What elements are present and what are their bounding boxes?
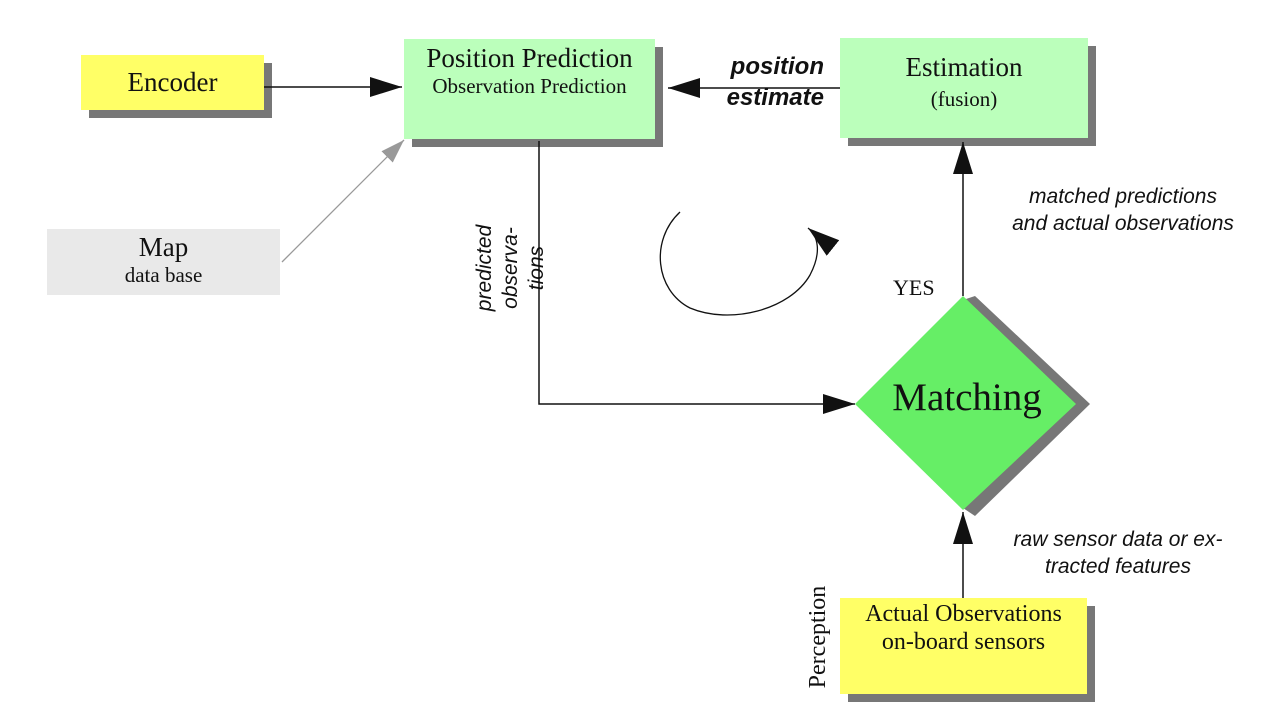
- cycle-arrow: [659, 211, 840, 316]
- predicted-observations-label: predicted observa- tions: [472, 193, 548, 343]
- estimation-label: Estimation: [905, 52, 1023, 82]
- matched-line1: matched predictions: [1029, 185, 1217, 208]
- onboard-sensors-label: on-board sensors: [881, 628, 1046, 655]
- matching-diamond: [855, 296, 1076, 510]
- position-estimate-line1: position: [730, 53, 824, 80]
- raw-sensor-data-label: raw sensor data or ex- tracted features: [978, 526, 1258, 580]
- map-label: Map: [138, 232, 189, 262]
- predicted-observations-line1: predicted observa-: [473, 224, 522, 312]
- edge-prediction-to-matching: [538, 141, 855, 414]
- matched-predictions-label: matched predictions and actual observati…: [978, 183, 1268, 237]
- position-estimate-label: position estimate: [700, 51, 824, 113]
- edge-map-to-prediction: [281, 139, 405, 263]
- encoder-box: Encoder: [81, 55, 264, 110]
- position-estimate-line2: estimate: [726, 84, 824, 111]
- fusion-label: (fusion): [930, 87, 998, 112]
- estimation-box: Estimation (fusion): [840, 38, 1088, 138]
- matching-label: Matching: [892, 376, 1042, 419]
- raw-sensor-line2: tracted features: [1045, 555, 1191, 578]
- position-prediction-label: Position Prediction: [426, 43, 633, 73]
- actual-observations-box: Actual Observations on-board sensors: [840, 598, 1087, 694]
- observation-prediction-label: Observation Prediction: [432, 74, 627, 99]
- yes-label: YES: [893, 275, 935, 300]
- predicted-observations-line2: tions: [525, 245, 548, 291]
- raw-sensor-line1: raw sensor data or ex-: [1013, 528, 1223, 551]
- actual-observations-label: Actual Observations: [865, 601, 1062, 627]
- encoder-label: Encoder: [127, 67, 218, 97]
- matched-line2: and actual observations: [1012, 212, 1234, 235]
- map-box: Map data base: [47, 229, 280, 295]
- database-label: data base: [124, 263, 203, 288]
- perception-label: Perception: [805, 585, 831, 689]
- position-prediction-box: Position Prediction Observation Predicti…: [404, 39, 655, 139]
